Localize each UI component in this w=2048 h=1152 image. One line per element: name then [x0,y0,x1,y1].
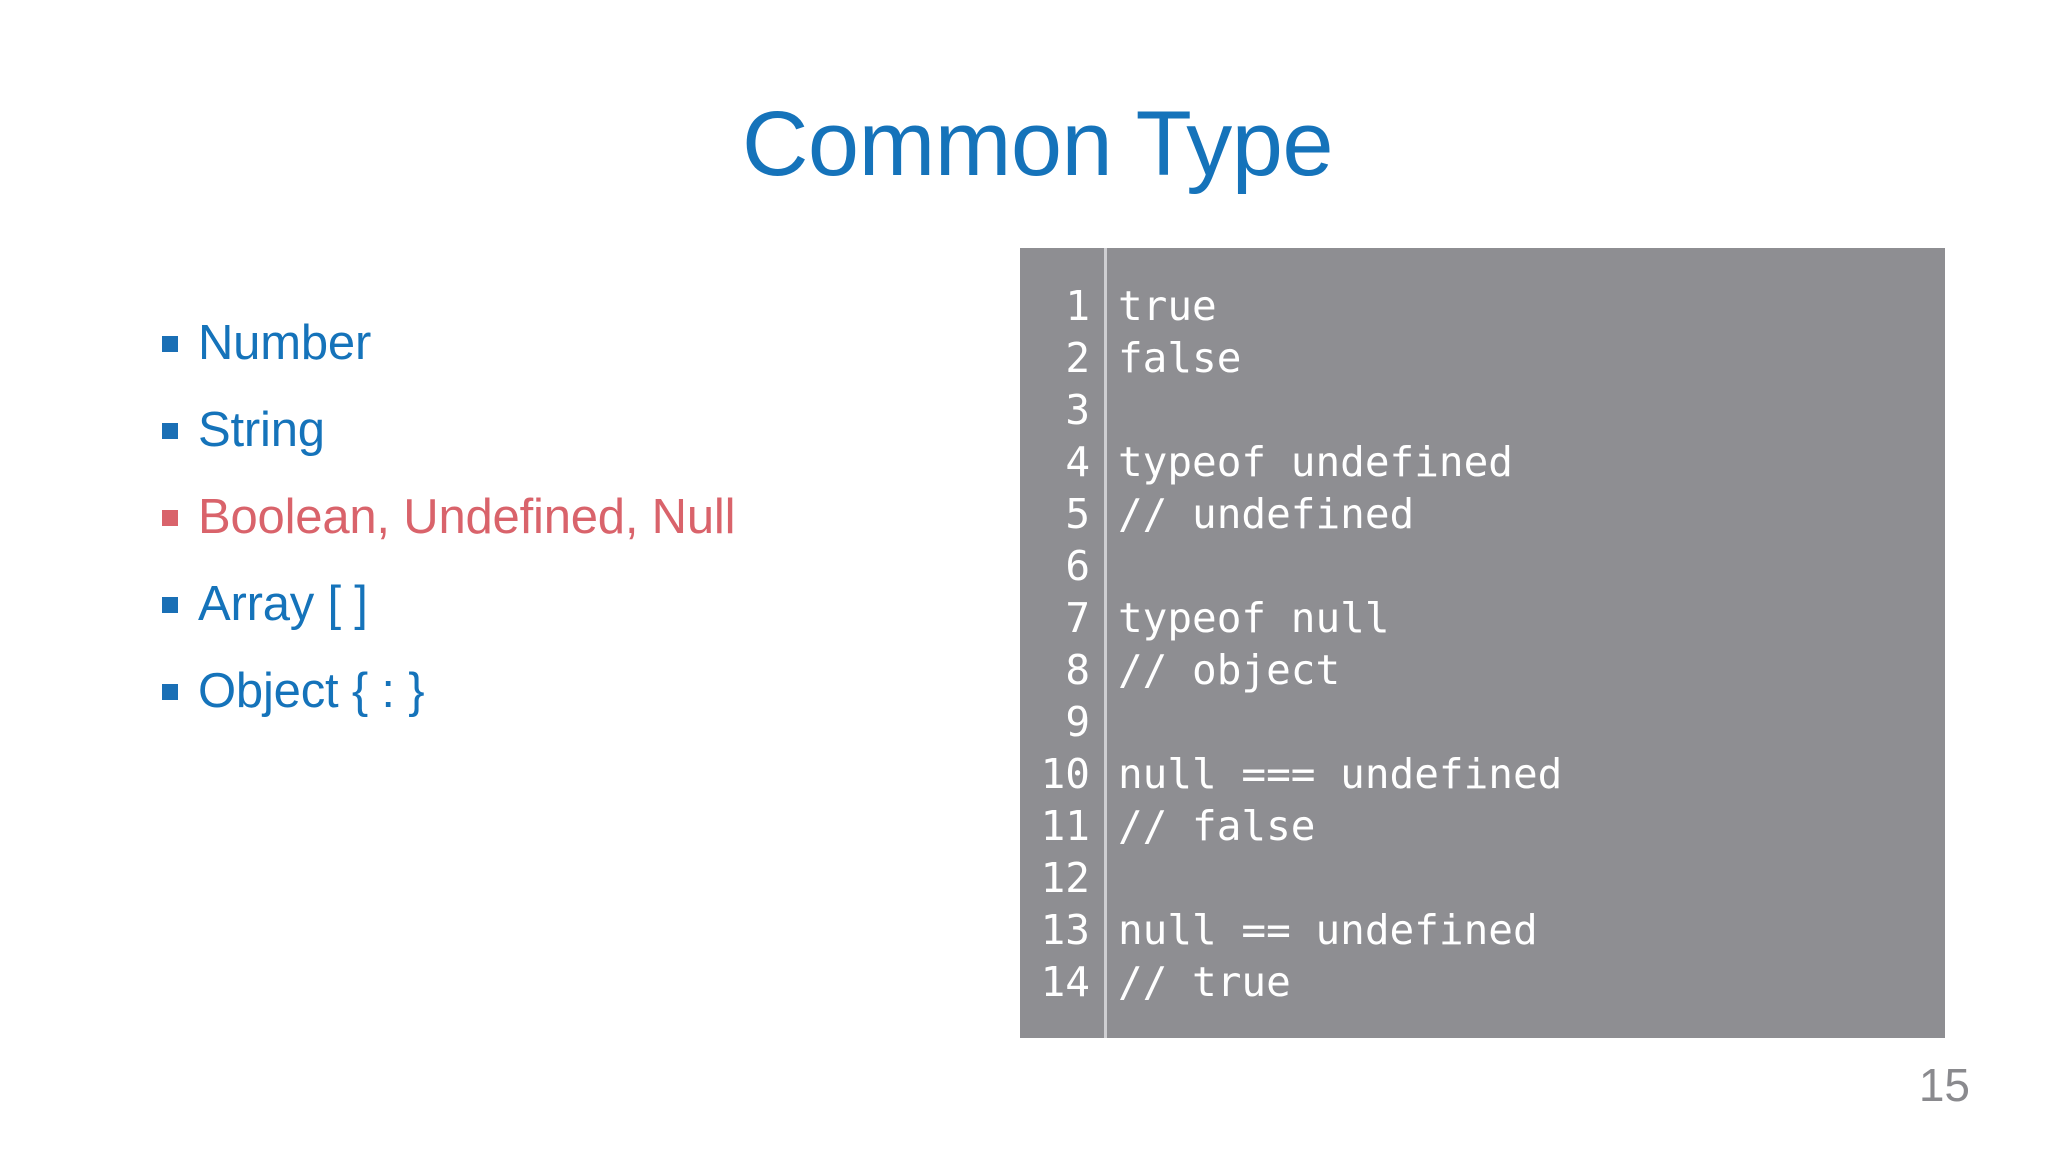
bullet-square-icon [162,335,178,352]
line-number: 10 [1040,750,1090,798]
line-number: 7 [1065,594,1090,642]
bullet-square-icon [162,509,178,526]
bullet-square-icon [162,683,178,700]
list-item[interactable]: Array [ ] [160,561,960,648]
page-number: 15 [1918,1059,1970,1111]
code-line: 14 // true [1020,956,1945,1008]
code-line: 12 [1020,852,1945,904]
list-item[interactable]: Object { : } [160,648,960,735]
line-number: 4 [1065,438,1090,486]
common-type-bullet-list: Number String Boolean, Undefined, Null A… [160,300,960,735]
code-snippet-panel: 1 true 2 false 3 4 typeof undefined 5 //… [1020,248,1945,1038]
code-line: 6 [1020,540,1945,592]
line-code: // false [1118,802,1316,850]
line-number: 1 [1065,282,1090,330]
line-number: 14 [1040,958,1090,1006]
line-code: null === undefined [1118,750,1563,798]
list-item-label: Number [198,316,372,370]
line-number: 3 [1065,386,1090,434]
list-item-label: String [198,403,325,457]
code-line: 8 // object [1020,644,1945,696]
line-code: typeof undefined [1118,438,1513,486]
list-item-label: Boolean, Undefined, Null [198,490,736,544]
line-code: // undefined [1118,490,1415,538]
gutter-divider [1104,248,1107,1038]
code-line: 4 typeof undefined [1020,436,1945,488]
code-line: 13 null == undefined [1020,904,1945,956]
code-line: 2 false [1020,332,1945,384]
line-number: 9 [1065,698,1090,746]
list-item[interactable]: String [160,387,960,474]
code-lines-container: 1 true 2 false 3 4 typeof undefined 5 //… [1020,280,1945,1008]
list-item-label: Object { : } [198,664,425,718]
bullet-square-icon [162,422,178,439]
line-number: 2 [1065,334,1090,382]
list-item[interactable]: Boolean, Undefined, Null [160,474,960,561]
line-code: // object [1118,646,1341,694]
list-item[interactable]: Number [160,300,960,387]
line-code: true [1118,282,1217,330]
line-number: 6 [1065,542,1090,590]
line-code: false [1118,334,1242,382]
line-number: 11 [1040,802,1090,850]
code-line: 9 [1020,696,1945,748]
code-line: 3 [1020,384,1945,436]
line-number: 13 [1040,906,1090,954]
list-item-label: Array [ ] [198,577,368,631]
line-number: 12 [1040,854,1090,902]
code-line: 5 // undefined [1020,488,1945,540]
code-line: 11 // false [1020,800,1945,852]
line-code: typeof null [1118,594,1390,642]
line-code: null == undefined [1118,906,1538,954]
bullet-square-icon [162,596,178,613]
code-line: 7 typeof null [1020,592,1945,644]
line-number: 8 [1065,646,1090,694]
page-title: Common Type [741,93,1334,195]
code-line: 1 true [1020,280,1945,332]
line-code: // true [1118,958,1291,1006]
code-line: 10 null === undefined [1020,748,1945,800]
line-number: 5 [1065,490,1090,538]
